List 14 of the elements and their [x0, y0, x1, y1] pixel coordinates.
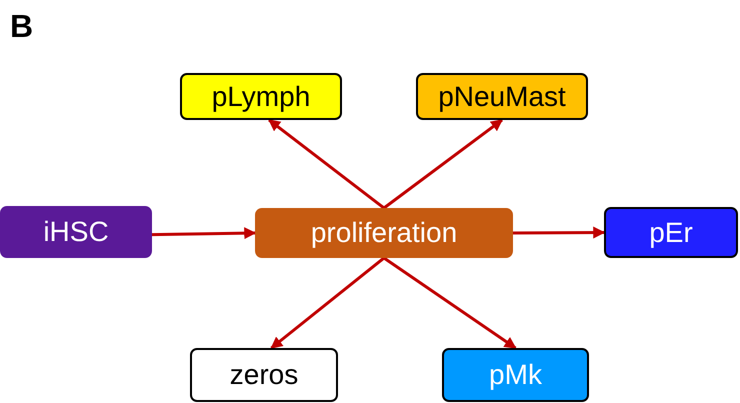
cell-state-box: pLymph — [180, 73, 342, 120]
cell-state-box: pNeuMast — [416, 73, 588, 120]
cell-state-box: proliferation — [255, 208, 513, 258]
cell-state-box: pMk — [442, 348, 589, 402]
cell-state-box: pEr — [604, 207, 738, 258]
arrow — [270, 256, 385, 350]
cell-state-box: zeros — [190, 348, 338, 402]
panel-letter: B — [10, 8, 34, 45]
arrow — [268, 118, 385, 210]
arrow — [383, 256, 516, 350]
arrow — [383, 118, 503, 210]
arrow — [152, 227, 256, 240]
arrow — [512, 226, 606, 239]
cell-state-box: iHSC — [0, 206, 152, 258]
